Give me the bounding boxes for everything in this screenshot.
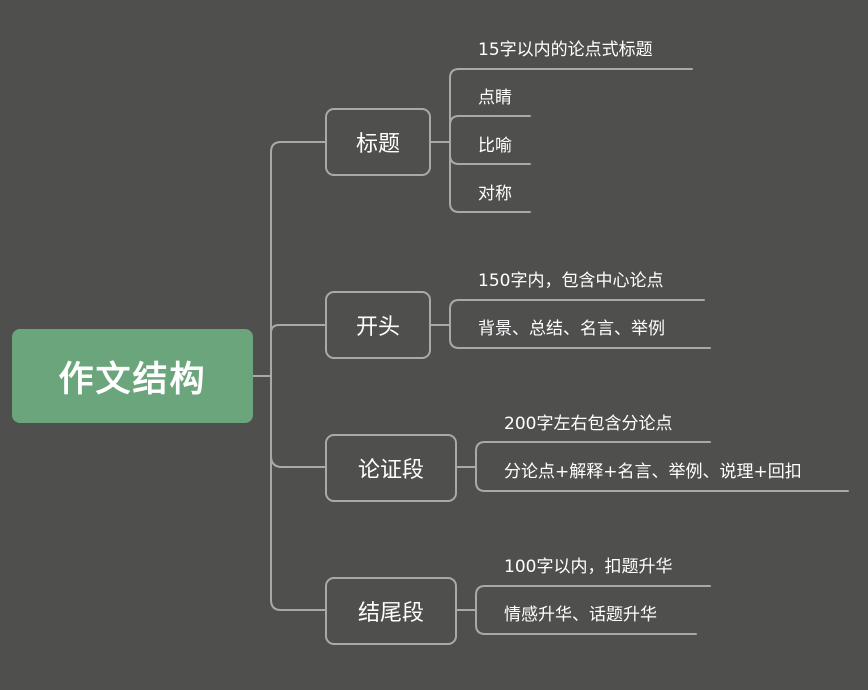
leaf-title-3[interactable]: 比喻	[478, 136, 512, 156]
branch-title[interactable]: 标题	[325, 108, 431, 176]
branch-ending[interactable]: 结尾段	[325, 577, 457, 645]
opening-leaf-connector-1	[449, 299, 705, 326]
opening-leaf-connector-2	[449, 324, 711, 349]
title-leaf-connector-1	[449, 68, 693, 143]
leaf-argument-1[interactable]: 200字左右包含分论点	[504, 414, 673, 434]
leaf-opening-1[interactable]: 150字内，包含中心论点	[478, 271, 664, 291]
branch-argument[interactable]: 论证段	[325, 434, 457, 502]
trunk-to-branch-argument	[270, 375, 326, 468]
trunk-to-branch-ending	[270, 375, 326, 611]
title-leaf-connector-2	[449, 115, 531, 126]
leaf-ending-1[interactable]: 100字以内，扣题升华	[504, 557, 673, 577]
leaf-title-2[interactable]: 点睛	[478, 88, 512, 108]
root-node[interactable]: 作文结构	[12, 329, 253, 423]
trunk-to-branch-title	[270, 141, 326, 377]
leaf-opening-2[interactable]: 背景、总结、名言、举例	[478, 319, 665, 339]
leaf-ending-2[interactable]: 情感升华、话题升华	[504, 605, 657, 625]
leaf-argument-2[interactable]: 分论点+解释+名言、举例、说理+回扣	[504, 462, 802, 482]
argument-leaf-connector-2	[475, 466, 849, 492]
branch-opening[interactable]: 开头	[325, 291, 431, 359]
ending-leaf-connector-1	[475, 585, 711, 611]
title-leaf-connector-4	[449, 141, 531, 213]
leaf-title-1[interactable]: 15字以内的论点式标题	[478, 40, 653, 60]
ending-leaf-connector-2	[475, 609, 697, 635]
trunk-to-branch-opening	[270, 324, 326, 334]
leaf-title-4[interactable]: 对称	[478, 184, 512, 204]
argument-leaf-connector-1	[475, 441, 711, 468]
